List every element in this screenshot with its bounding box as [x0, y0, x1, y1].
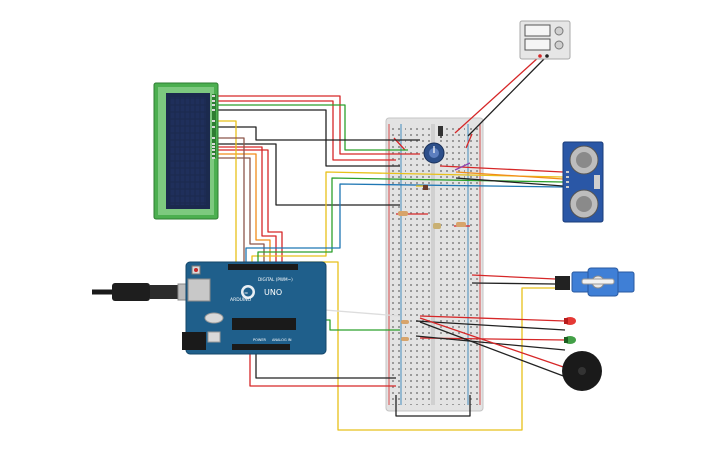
breadboard-main-right — [437, 124, 465, 405]
dc-jack — [182, 332, 206, 350]
ultrasonic-sensor[interactable] — [562, 141, 604, 223]
breadboard-rail-right — [469, 124, 479, 405]
piezo-buzzer[interactable] — [562, 351, 602, 391]
atmega-chip — [232, 318, 296, 330]
wire-psu-negative — [467, 55, 548, 137]
servo-motor[interactable] — [555, 267, 635, 297]
arduino-power-label: POWER — [253, 338, 267, 342]
power-supply[interactable] — [519, 20, 571, 60]
arduino-digital-label: DIGITAL (PWM~) — [258, 277, 293, 282]
green-led[interactable] — [564, 336, 576, 344]
breadboard-rail-left — [390, 124, 400, 405]
arduino-model-label: UNO — [264, 288, 282, 297]
red-led[interactable] — [564, 317, 576, 325]
usb-port — [187, 278, 211, 302]
breadboard-main-left — [405, 124, 431, 405]
lcd-pins — [212, 95, 215, 159]
arduino-brand-label: ARDUINO — [230, 297, 252, 303]
reset-button[interactable] — [194, 268, 198, 272]
resistors — [398, 126, 466, 341]
lcd-display[interactable] — [153, 82, 219, 220]
potentiometer[interactable] — [423, 142, 445, 164]
svg-text:∞: ∞ — [244, 291, 248, 297]
arduino-analog-label: ANALOG IN — [272, 338, 292, 342]
breadboard[interactable] — [385, 117, 484, 412]
power-analog-header — [232, 344, 290, 350]
wire-psu-positive — [454, 55, 541, 134]
digital-header — [228, 264, 298, 270]
arduino-uno[interactable]: ∞ DIGITAL (PWM~) ARDUINO UNO POWER ANALO… — [182, 261, 327, 355]
usb-cable — [92, 283, 201, 301]
wires — [216, 55, 579, 431]
